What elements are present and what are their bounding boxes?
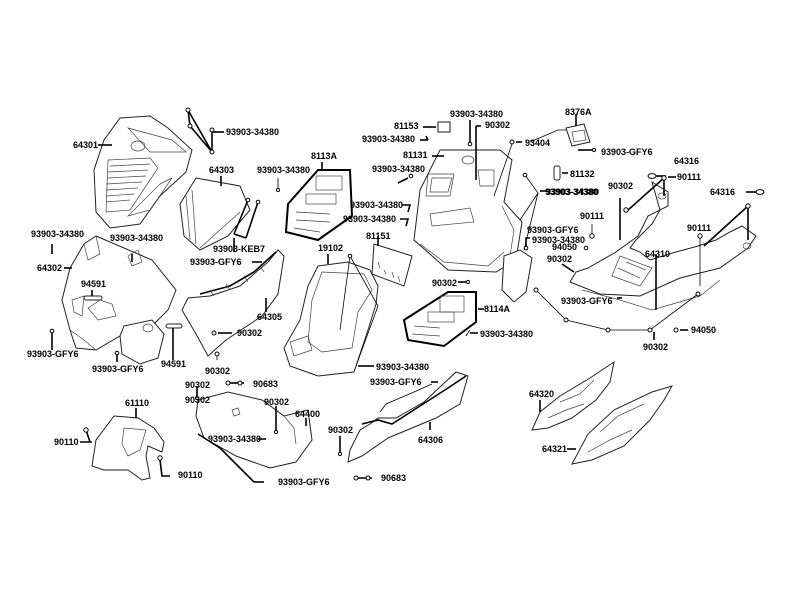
label-64301: 64301 xyxy=(73,140,98,150)
label-90683: 90683 xyxy=(381,473,406,483)
label-90302: 90302 xyxy=(264,397,289,407)
label-81131: 81131 xyxy=(403,150,428,160)
label-90302: 90302 xyxy=(608,181,633,191)
label-93903-GFY6: 93903-GFY6 xyxy=(561,296,613,306)
label-64305: 64305 xyxy=(257,312,282,322)
label-93903-34380: 93903-34380 xyxy=(343,214,396,224)
label-93903-34380: 93903-34380 xyxy=(480,329,533,339)
part-8113A-label xyxy=(284,169,354,242)
part-64320-side-trim xyxy=(531,360,615,431)
label-90302: 90302 xyxy=(185,395,210,405)
label-90302: 90302 xyxy=(547,254,572,264)
part-labels: 93903-34380 64301 64303 93903-34380 8113… xyxy=(27,107,735,487)
label-90302: 90302 xyxy=(205,366,230,376)
label-93903-34380: 93903-34380 xyxy=(208,434,261,444)
part-64306-side-skirt xyxy=(347,371,469,463)
label-94591: 94591 xyxy=(161,359,186,369)
part-inner-lower-extension xyxy=(501,249,533,303)
label-93903-34380: 93903-34380 xyxy=(532,235,585,245)
fastener-93903-34380-top xyxy=(185,107,224,155)
label-93903-34380: 93903-34380 xyxy=(350,200,403,210)
part-81151-sheet xyxy=(371,243,413,287)
label-93903-GFY6: 93903-GFY6 xyxy=(27,349,79,359)
label-90302: 90302 xyxy=(432,278,457,288)
fastener-93903-KEB7 xyxy=(233,197,261,252)
label-93903-34380: 93903-34380 xyxy=(226,127,279,137)
label-90111: 90111 xyxy=(687,223,711,233)
label-93903-GFY6: 93903-GFY6 xyxy=(278,477,330,487)
label-93903-34380: 93903-34380 xyxy=(450,109,503,119)
label-64321: 64321 xyxy=(542,444,567,454)
label-8376A: 8376A xyxy=(565,107,592,117)
label-64302: 64302 xyxy=(37,263,62,273)
part-64303-inner-panel xyxy=(179,177,251,251)
part-81131-inner-panel xyxy=(413,149,523,273)
label-93903-GFY6: 93903-GFY6 xyxy=(370,377,422,387)
label-93903-34380: 93903-34380 xyxy=(376,362,429,372)
label-64400: 64400 xyxy=(295,409,320,419)
part-81132-trim xyxy=(553,165,561,181)
label-93404: 93404 xyxy=(525,138,550,148)
label-90110: 90110 xyxy=(54,437,79,447)
label-93903-34380: 93903-34380 xyxy=(372,164,425,174)
part-64400-inner-fender xyxy=(195,391,313,483)
label-64310: 64310 xyxy=(645,249,670,259)
label-94591: 94591 xyxy=(81,279,106,289)
label-64303: 64303 xyxy=(209,165,234,175)
label-64316: 64316 xyxy=(710,187,735,197)
label-94050: 94050 xyxy=(691,325,716,335)
label-93903-34380: 93903-34380 xyxy=(545,187,598,197)
label-90110: 90110 xyxy=(178,470,203,480)
label-93903-34380: 93903-34380 xyxy=(257,165,310,175)
part-94591-emblem-2 xyxy=(165,323,183,329)
label-93903-34380: 93903-34380 xyxy=(362,134,415,144)
part-61110-front-fender xyxy=(91,415,165,481)
label-90302: 90302 xyxy=(485,120,510,130)
label-93903-KEB7: 93903-KEB7 xyxy=(213,244,265,254)
part-94591-emblem-1 xyxy=(83,295,103,301)
label-81151: 81151 xyxy=(366,231,391,241)
part-64321-side-trim xyxy=(571,385,674,465)
label-90302: 90302 xyxy=(185,380,210,390)
label-81153: 81153 xyxy=(394,121,419,131)
label-93903-GFY6: 93903-GFY6 xyxy=(601,147,653,157)
label-90111: 90111 xyxy=(580,211,604,221)
label-81132: 81132 xyxy=(570,169,595,179)
label-90302: 90302 xyxy=(237,328,262,338)
part-8376A-bracket xyxy=(565,123,591,147)
part-19102-storage-box xyxy=(283,253,379,377)
part-64301-front-cover xyxy=(93,115,193,229)
label-8113A: 8113A xyxy=(311,151,338,161)
label-8114A: 8114A xyxy=(484,304,511,314)
part-64305-side-panel xyxy=(181,249,285,357)
label-64316: 64316 xyxy=(674,156,699,166)
label-90302: 90302 xyxy=(643,342,668,352)
label-93903-34380: 93903-34380 xyxy=(110,233,163,243)
label-61110: 61110 xyxy=(125,398,149,408)
label-64320: 64320 xyxy=(529,389,554,399)
label-94050: 94050 xyxy=(552,242,577,252)
label-93903-GFY6: 93903-GFY6 xyxy=(190,257,242,267)
label-93903-34380: 93903-34380 xyxy=(31,229,84,239)
label-19102: 19102 xyxy=(318,243,343,253)
label-93903-GFY6: 93903-GFY6 xyxy=(92,364,144,374)
part-81153-clip xyxy=(437,121,451,133)
label-90111: 90111 xyxy=(677,172,701,182)
part-64310-floor-panel xyxy=(569,180,757,311)
label-93903-GFY6: 93903-GFY6 xyxy=(527,225,579,235)
label-90683: 90683 xyxy=(253,379,278,389)
label-90302: 90302 xyxy=(328,425,353,435)
label-64306: 64306 xyxy=(418,435,443,445)
label-93903-34380: 93903-34380 xyxy=(546,187,599,197)
part-8114A-label xyxy=(402,291,477,348)
part-headlight-lower xyxy=(119,319,165,365)
